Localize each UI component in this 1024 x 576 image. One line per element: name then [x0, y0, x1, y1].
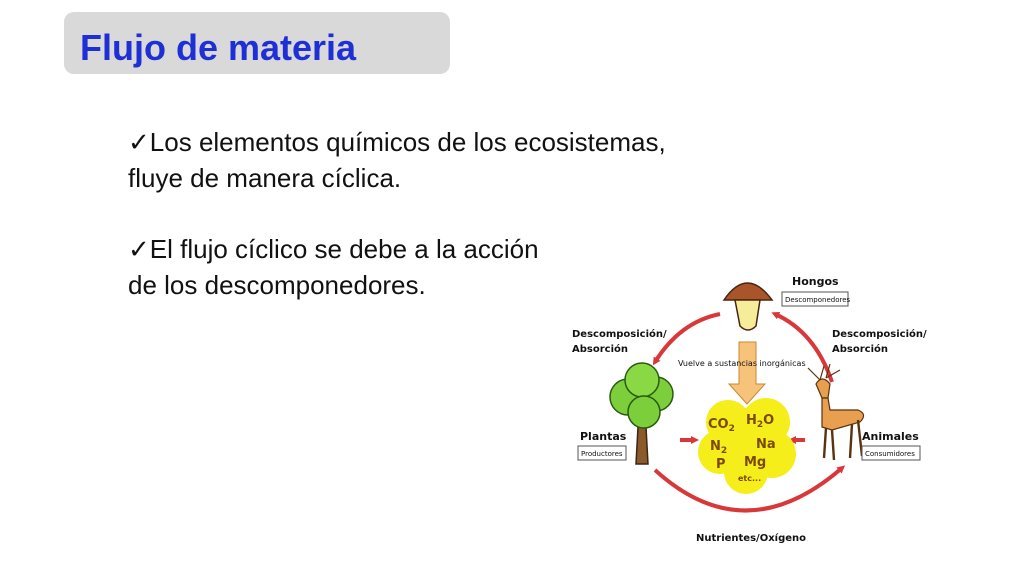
chem-p: P [716, 457, 726, 472]
bullet-2-line-1: El flujo cíclico se debe a la acción [149, 234, 539, 264]
chem-h2o-sub: 2 [757, 420, 763, 430]
plantas-role: Productores [581, 450, 623, 458]
bullet-1: ✓Los elementos químicos de los ecosistem… [128, 124, 768, 196]
chem-n2-sub: 2 [721, 446, 727, 456]
arrow-plantas-to-animales [653, 465, 846, 513]
plantas-role-box [577, 445, 627, 461]
chem-co2-sub: 2 [729, 424, 735, 434]
chem-etc: etc... [738, 474, 761, 483]
chem-co2: CO [708, 417, 729, 432]
left-arrow-label-1: Descomposición/ [572, 328, 667, 340]
bullet-1-line-2: fluye de manera cíclica. [128, 163, 402, 193]
hongos-label: Hongos [792, 275, 839, 288]
mushroom-icon [722, 282, 774, 331]
animales-label: Animales [862, 430, 919, 443]
left-arrow-label-2: Absorción [572, 343, 628, 355]
chem-n2: N [710, 439, 721, 454]
deer-icon [807, 363, 865, 461]
center-label: Vuelve a sustancias inorgánicas [678, 359, 806, 368]
chem-na: Na [756, 437, 776, 452]
bullet-2-line-2: de los descomponedores. [128, 270, 426, 300]
right-arrow-label-2: Absorción [832, 343, 888, 355]
animales-role: Consumidores [865, 450, 915, 458]
arrow-animales-to-hongos [771, 311, 834, 383]
hongos-role: Descomponedores [785, 296, 851, 304]
bullet-2: ✓El flujo cíclico se debe a la acción de… [128, 231, 768, 303]
bottom-label: Nutrientes/Oxígeno [696, 532, 806, 544]
arrow-hongos-to-plantas [652, 312, 721, 366]
title-box [64, 12, 450, 74]
plantas-label: Plantas [580, 430, 627, 443]
chem-o: O [763, 413, 774, 428]
down-arrow [727, 341, 767, 405]
check-icon: ✓ [128, 127, 150, 157]
animales-role-box [861, 445, 921, 461]
chem-h: H [746, 413, 757, 428]
svg-text:N2: N2 [710, 439, 727, 456]
hongos-role-box [781, 291, 849, 307]
check-icon: ✓ [128, 234, 150, 264]
slide-title: Flujo de materia [80, 27, 357, 68]
svg-text:CO2: CO2 [708, 417, 735, 434]
matter-cycle-diagram: Hongos Descomponedores Descomposición/ A… [572, 275, 927, 544]
svg-text:H2O: H2O [746, 413, 774, 430]
cloud-icon [698, 398, 796, 494]
chem-mg: Mg [744, 455, 766, 470]
bullet-1-line-1: Los elementos químicos de los ecosistema… [149, 127, 666, 157]
tree-icon [609, 362, 674, 465]
right-arrow-label-1: Descomposición/ [832, 328, 927, 340]
